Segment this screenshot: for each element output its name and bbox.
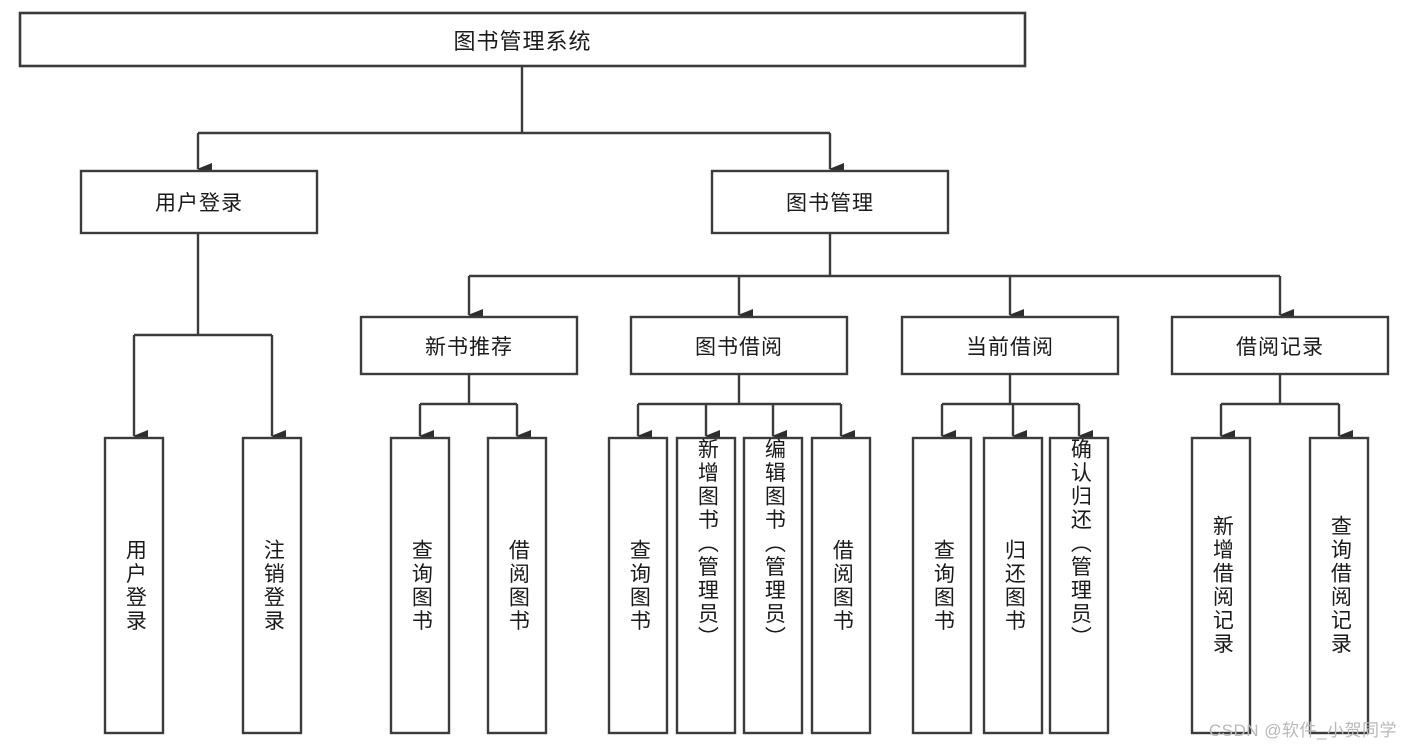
node-leaf-add-record[interactable]: [1190, 436, 1252, 735]
node-leaf-add-book[interactable]: [675, 436, 737, 735]
node-root-system[interactable]: [18, 11, 1027, 68]
node-borrow-record[interactable]: [1170, 315, 1390, 376]
connector-layer: [132, 66, 1353, 442]
node-leaf-query-book-2[interactable]: [607, 436, 669, 735]
watermark-text: CSDN @软件_小贺同学: [1208, 721, 1397, 740]
node-new-book-recommend[interactable]: [359, 315, 579, 376]
node-leaf-query-book-3[interactable]: [911, 436, 973, 735]
node-book-borrow[interactable]: [629, 315, 849, 376]
node-leaf-return-book[interactable]: [982, 436, 1044, 735]
node-leaf-borrow-book-1[interactable]: [486, 436, 548, 735]
node-leaf-query-book-1[interactable]: [389, 436, 451, 735]
node-leaf-confirm-return[interactable]: [1048, 436, 1110, 735]
node-leaf-borrow-book-2[interactable]: [810, 436, 872, 735]
node-current-borrow[interactable]: [900, 315, 1120, 376]
node-user-login[interactable]: [79, 169, 319, 235]
node-leaf-user-login[interactable]: [103, 436, 165, 735]
node-leaf-edit-book[interactable]: [742, 436, 804, 735]
node-leaf-query-record[interactable]: [1308, 436, 1370, 735]
node-box-layer: [18, 11, 1390, 735]
node-leaf-logout[interactable]: [241, 436, 303, 735]
node-book-manage[interactable]: [710, 169, 950, 235]
